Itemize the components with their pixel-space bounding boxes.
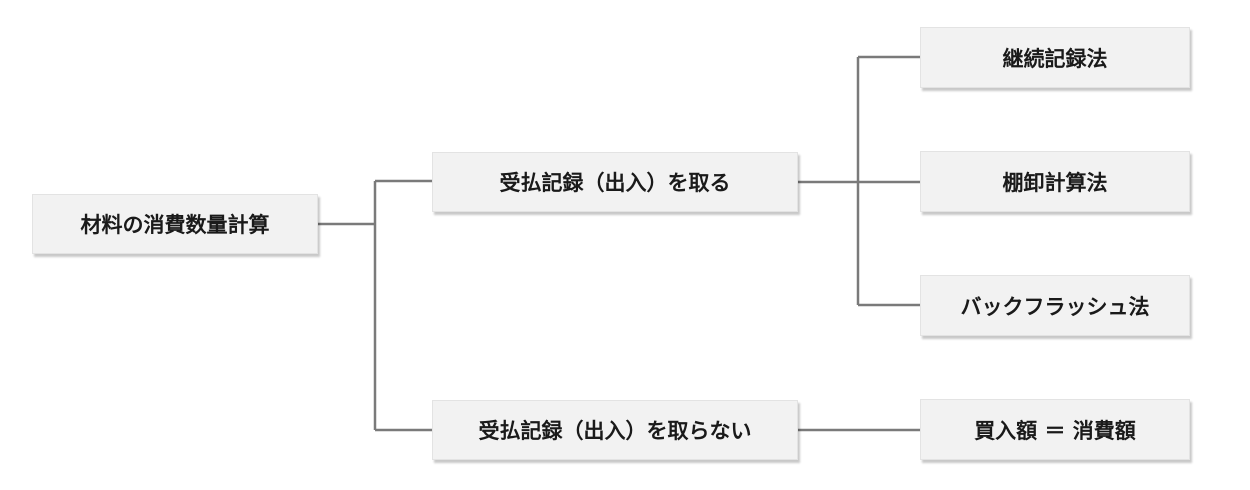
node-continuous-record-method: 継続記録法 [920,27,1190,88]
node-without-receipt-records: 受払記録（出入）を取らない [432,400,798,460]
node-purchase-equals-consumption: 買入額 ＝ 消費額 [920,399,1190,460]
root-node-material-consumption-quantity: 材料の消費数量計算 [32,194,318,254]
node-with-receipt-records: 受払記録（出入）を取る [432,152,798,212]
node-stocktake-calculation-method: 棚卸計算法 [920,151,1190,212]
node-backflush-method: バックフラッシュ法 [920,275,1190,336]
